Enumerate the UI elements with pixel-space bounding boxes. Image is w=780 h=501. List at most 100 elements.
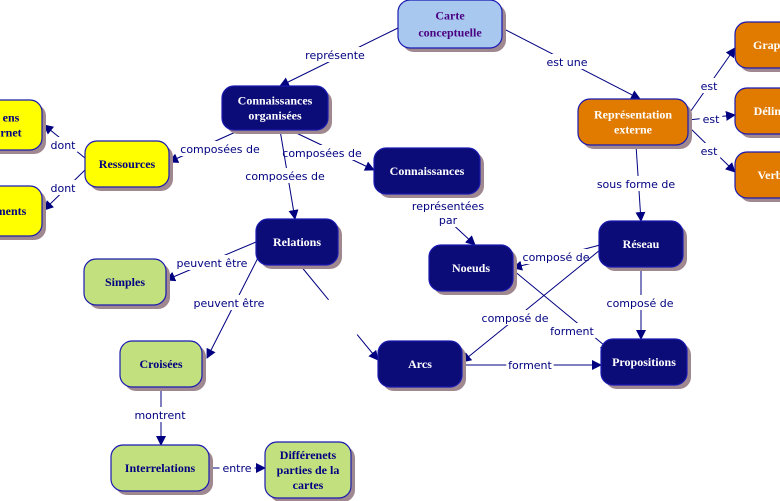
link-label: composées de bbox=[245, 170, 325, 183]
link-label-bg bbox=[482, 310, 548, 325]
node-box bbox=[0, 99, 43, 151]
node-box bbox=[577, 98, 689, 146]
link-label-bg bbox=[48, 180, 78, 195]
link-label: est une bbox=[546, 56, 587, 69]
link-label-bg bbox=[245, 168, 325, 183]
node-box bbox=[377, 340, 463, 388]
node-label: ments bbox=[0, 204, 27, 218]
link-arcs-propositions: forment bbox=[462, 357, 602, 372]
concept-arcs[interactable]: Arcs bbox=[377, 340, 466, 391]
link-ressources-liens: dont bbox=[43, 124, 86, 159]
link-label: composées de bbox=[282, 147, 362, 160]
node-box bbox=[221, 85, 329, 131]
node-label: Noeuds bbox=[452, 261, 490, 275]
link-label-bg bbox=[548, 323, 596, 338]
node-box bbox=[373, 147, 481, 195]
node-box bbox=[264, 441, 352, 499]
node-box bbox=[0, 185, 43, 237]
node-box bbox=[110, 444, 210, 492]
link-interrelations-parties: entre bbox=[209, 460, 266, 475]
link-carte-conn_org: représente bbox=[279, 27, 399, 87]
node-label: Interrelations bbox=[125, 461, 196, 475]
node-box bbox=[397, 0, 503, 49]
node-label: rnet bbox=[0, 126, 21, 140]
node-label: Réseau bbox=[623, 237, 660, 251]
link-relations-arcs bbox=[299, 264, 379, 361]
link-conn_org-connaissances: composées de bbox=[282, 129, 375, 171]
link-label-bg bbox=[133, 407, 187, 422]
link-noeuds-propositions: forment bbox=[512, 269, 611, 351]
link-croisees-interrelations: montrent bbox=[133, 387, 187, 446]
node-label: externe bbox=[614, 123, 653, 137]
node-label: Relations bbox=[273, 235, 321, 249]
link-label: dont bbox=[51, 139, 77, 152]
concept-noeuds[interactable]: Noeuds bbox=[428, 244, 517, 295]
link-reseau-propositions: composé de bbox=[607, 267, 674, 340]
concept-documents[interactable]: ments bbox=[0, 185, 46, 240]
link-label-bg bbox=[282, 145, 362, 160]
link-label: composé de bbox=[482, 312, 549, 325]
link-label: peuvent être bbox=[194, 297, 265, 310]
link-repr-reseau: sous forme de bbox=[593, 144, 679, 222]
concept-verb[interactable]: Verb bbox=[734, 151, 780, 202]
link-label-bg bbox=[180, 141, 260, 156]
node-box bbox=[734, 151, 780, 199]
link-line bbox=[299, 264, 379, 361]
link-label: composé de bbox=[523, 251, 590, 264]
concept-graph[interactable]: Graph bbox=[734, 21, 780, 72]
link-conn_org-ressources: composées de bbox=[168, 129, 260, 163]
link-label-bg bbox=[189, 295, 269, 310]
node-label: Graph bbox=[753, 38, 780, 52]
node-label: Simples bbox=[105, 275, 145, 289]
node-box bbox=[600, 338, 688, 386]
node-label: ens bbox=[3, 111, 20, 125]
link-label-bg bbox=[543, 54, 591, 69]
concept-croisees[interactable]: Croisées bbox=[119, 340, 206, 391]
link-reseau-noeuds: composé de bbox=[512, 244, 601, 271]
concept-relations[interactable]: Relations bbox=[255, 218, 342, 269]
link-label: composées de bbox=[180, 143, 260, 156]
link-reseau-arcs: composé de bbox=[461, 249, 601, 363]
node-label: Déliné bbox=[754, 104, 780, 118]
node-box bbox=[84, 140, 170, 188]
link-label-bg bbox=[219, 460, 255, 475]
node-box bbox=[734, 21, 780, 69]
link-label: forment bbox=[550, 325, 594, 338]
concept-interrelations[interactable]: Interrelations bbox=[110, 444, 213, 495]
link-label-bg bbox=[436, 212, 460, 227]
node-box bbox=[255, 218, 339, 266]
link-label: est bbox=[703, 113, 720, 126]
link-label-bg bbox=[523, 249, 589, 264]
link-repr-graph: est bbox=[687, 47, 736, 116]
link-label: peuvent être bbox=[177, 257, 248, 270]
concept-connaissances[interactable]: Connaissances bbox=[373, 147, 484, 198]
concept-simples[interactable]: Simples bbox=[83, 258, 170, 309]
node-box bbox=[428, 244, 514, 292]
link-label-bg bbox=[607, 295, 673, 310]
node-box bbox=[83, 258, 167, 306]
link-label: par bbox=[439, 214, 458, 227]
link-relations-croisees: peuvent être bbox=[189, 249, 269, 359]
node-box bbox=[119, 340, 203, 388]
node-box bbox=[734, 87, 780, 135]
node-label: Ressources bbox=[99, 157, 156, 171]
concept-delin[interactable]: Déliné bbox=[734, 87, 780, 138]
link-label: est bbox=[701, 80, 718, 93]
node-label: Verb bbox=[758, 168, 780, 182]
link-label-bg bbox=[408, 198, 488, 213]
link-line bbox=[461, 249, 601, 363]
node-label: Connaissances bbox=[390, 164, 465, 178]
link-label-bg bbox=[699, 111, 723, 126]
concept-reseau[interactable]: Réseau bbox=[598, 220, 687, 271]
concept-ressources[interactable]: Ressources bbox=[84, 140, 173, 191]
concept-propositions[interactable]: Propositions bbox=[600, 338, 691, 389]
link-label-bg bbox=[172, 255, 252, 270]
node-label: Propositions bbox=[612, 355, 676, 369]
link-label-bg bbox=[506, 357, 554, 372]
